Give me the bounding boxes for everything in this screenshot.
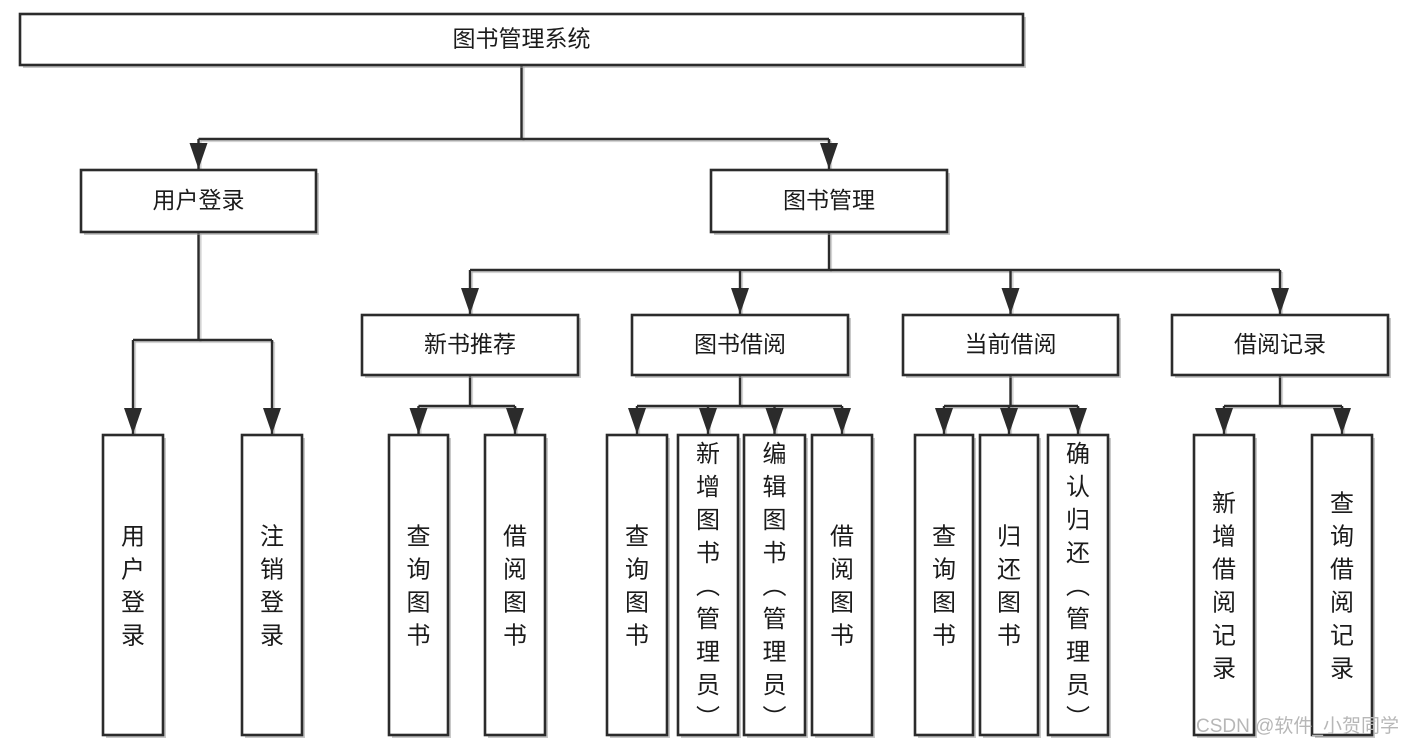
node-new-book-rec[interactable]: 新书推荐 — [360, 313, 581, 378]
node-label-user-logout: 注销登录 — [260, 524, 284, 650]
node-box-query-borrow-record[interactable] — [1310, 433, 1374, 737]
connector-bus-book-borrow — [637, 404, 844, 410]
node-label-borrow-book-2: 借阅图书 — [830, 524, 854, 650]
node-return-book[interactable]: 归还图书 — [978, 433, 1041, 738]
node-box-root[interactable] — [18, 12, 1025, 67]
arrow-head-icon — [506, 408, 524, 434]
node-label-edit-book: 编辑图书︵管理员︶ — [763, 441, 787, 732]
arrow-head-icon — [124, 408, 142, 434]
node-label-return-book: 归还图书 — [997, 524, 1021, 650]
arrow-head-icon — [1215, 408, 1233, 434]
connector-bus-borrow-record — [1224, 404, 1344, 410]
node-label-user-login-do: 用户登录 — [121, 524, 145, 650]
node-box-return-book[interactable] — [978, 433, 1040, 737]
connector-bus-current-borrow — [944, 404, 1080, 410]
arrow-head-icon — [1069, 408, 1087, 434]
connector-stem-root — [520, 65, 525, 141]
node-add-borrow-record[interactable]: 新增借阅记录 — [1192, 433, 1257, 738]
arrow-head-icon — [1333, 408, 1351, 434]
node-borrow-book-1[interactable]: 借阅图书 — [483, 433, 548, 738]
node-box-user-login-do[interactable] — [101, 433, 165, 737]
node-borrow-record[interactable]: 借阅记录 — [1170, 313, 1391, 378]
arrow-head-icon — [189, 143, 208, 169]
node-box-book-borrow[interactable] — [630, 313, 850, 377]
node-user-login[interactable]: 用户登录 — [79, 168, 319, 235]
node-label-user-login: 用户登录 — [153, 187, 245, 213]
arrow-head-icon — [1271, 288, 1289, 314]
node-label-confirm-return: 确认归还︵管理员︶ — [1066, 441, 1090, 732]
node-box-new-book-rec[interactable] — [360, 313, 580, 377]
connector-bus-user-login — [133, 338, 274, 344]
connector-stem-book-borrow — [738, 375, 744, 408]
node-box-query-book-2[interactable] — [605, 433, 669, 737]
node-label-borrow-record: 借阅记录 — [1234, 331, 1326, 357]
node-label-query-book-3: 查询图书 — [932, 524, 956, 650]
node-borrow-book-2[interactable]: 借阅图书 — [810, 433, 875, 738]
node-root[interactable]: 图书管理系统 — [18, 12, 1026, 68]
node-confirm-return[interactable]: 确认归还︵管理员︶ — [1046, 433, 1111, 738]
node-box-user-logout[interactable] — [240, 433, 304, 737]
arrow-head-icon — [833, 408, 851, 434]
connector-stem-user-login — [197, 232, 202, 342]
arrow-head-icon — [820, 143, 838, 169]
node-box-add-borrow-record[interactable] — [1192, 433, 1256, 737]
connector-stem-new-book-rec — [468, 375, 474, 408]
connector-bus-root — [198, 137, 831, 143]
node-label-root: 图书管理系统 — [453, 26, 591, 52]
arrow-head-icon — [263, 408, 281, 434]
node-query-book-3[interactable]: 查询图书 — [913, 433, 976, 738]
arrow-head-icon — [731, 288, 749, 314]
connector-bus-new-book-rec — [418, 404, 517, 410]
connectors-layer — [124, 65, 1351, 436]
node-label-query-book-1: 查询图书 — [407, 524, 431, 650]
node-box-current-borrow[interactable] — [901, 313, 1120, 377]
node-edit-book[interactable]: 编辑图书︵管理员︶ — [742, 433, 808, 738]
arrow-head-icon — [699, 408, 717, 434]
arrow-head-icon — [628, 408, 646, 434]
node-box-borrow-book-1[interactable] — [483, 433, 547, 737]
nodes-layer: 图书管理系统用户登录用户登录注销登录图书管理新书推荐查询图书借阅图书图书借阅查询… — [18, 12, 1391, 738]
node-box-edit-book[interactable] — [742, 433, 807, 737]
node-box-add-book[interactable] — [676, 433, 740, 737]
node-box-borrow-book-2[interactable] — [810, 433, 874, 737]
node-book-manage[interactable]: 图书管理 — [709, 168, 950, 235]
node-box-book-manage[interactable] — [709, 168, 949, 234]
node-query-book-1[interactable]: 查询图书 — [387, 433, 451, 738]
node-user-login-do[interactable]: 用户登录 — [101, 433, 166, 738]
node-box-query-book-3[interactable] — [913, 433, 975, 737]
node-box-user-login[interactable] — [79, 168, 318, 234]
node-label-query-book-2: 查询图书 — [625, 524, 649, 650]
node-current-borrow[interactable]: 当前借阅 — [901, 313, 1121, 378]
csdn-watermark: CSDN @软件_小贺同学 — [1196, 715, 1399, 737]
arrow-head-icon — [409, 408, 428, 434]
node-label-book-manage: 图书管理 — [783, 187, 875, 213]
node-box-query-book-1[interactable] — [387, 433, 450, 737]
node-label-new-book-rec: 新书推荐 — [424, 331, 516, 357]
node-box-borrow-record[interactable] — [1170, 313, 1390, 377]
arrow-head-icon — [935, 408, 953, 434]
node-box-confirm-return[interactable] — [1046, 433, 1110, 737]
node-label-query-borrow-record: 查询借阅记录 — [1330, 491, 1354, 683]
arrow-head-icon — [461, 288, 479, 314]
node-label-add-borrow-record: 新增借阅记录 — [1212, 491, 1236, 683]
node-label-current-borrow: 当前借阅 — [965, 331, 1057, 357]
node-user-logout[interactable]: 注销登录 — [240, 433, 305, 738]
connector-stem-current-borrow — [1009, 375, 1014, 408]
arrow-head-icon — [1001, 288, 1020, 314]
connector-stem-book-manage — [827, 232, 833, 272]
node-query-borrow-record[interactable]: 查询借阅记录 — [1310, 433, 1375, 738]
node-book-borrow[interactable]: 图书借阅 — [630, 313, 851, 378]
connector-stem-borrow-record — [1278, 375, 1284, 408]
arrow-head-icon — [765, 408, 784, 434]
node-query-book-2[interactable]: 查询图书 — [605, 433, 670, 738]
node-label-add-book: 新增图书︵管理员︶ — [696, 441, 720, 732]
node-add-book[interactable]: 新增图书︵管理员︶ — [676, 433, 741, 738]
connector-bus-book-manage — [470, 268, 1282, 274]
node-label-borrow-book-1: 借阅图书 — [503, 524, 527, 650]
node-label-book-borrow: 图书借阅 — [694, 331, 786, 357]
arrow-head-icon — [1000, 408, 1018, 434]
